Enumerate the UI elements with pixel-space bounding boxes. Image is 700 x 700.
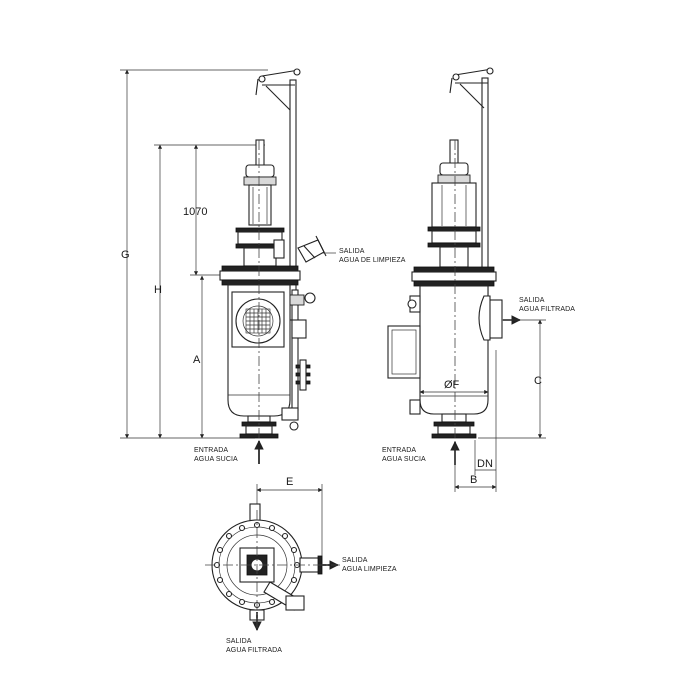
- bolt-circle: [213, 521, 301, 609]
- side-vessel: [227, 140, 291, 445]
- dimension-b-dn: B DN: [454, 350, 497, 492]
- front-outlet-label-1: SALIDA: [519, 297, 545, 304]
- side-clean-outlet-label-2: AGUA DE LIMPIEZA: [339, 257, 406, 264]
- dimension-c-label: C: [534, 375, 542, 387]
- front-vessel: [387, 140, 503, 445]
- plan-filtered-outlet-label-1: SALIDA: [226, 638, 252, 645]
- dimension-h: H: [154, 144, 265, 439]
- inspection-grid: [245, 308, 271, 334]
- dimension-a-label: A: [193, 354, 201, 366]
- side-clean-outlet-pipe: [297, 235, 336, 263]
- plan-filtered-outlet-label-2: AGUA FILTRADA: [226, 647, 282, 654]
- plan-clean-outlet-label-2: AGUA LIMPIEZA: [342, 566, 397, 573]
- dimension-f: ØF: [419, 379, 489, 395]
- front-outlet-label-2: AGUA FILTRADA: [519, 306, 575, 313]
- plan-view: E: [205, 476, 397, 654]
- side-instrumentation: [281, 289, 316, 431]
- dimension-f-label: ØF: [444, 379, 460, 391]
- side-clean-outlet-label-1: SALIDA: [339, 248, 365, 255]
- dimension-1070-label: 1070: [183, 206, 207, 218]
- dimension-c: C: [478, 319, 546, 439]
- actuator: [219, 139, 301, 286]
- front-inlet-label-2: AGUA SUCIA: [382, 456, 426, 463]
- dimension-h-label: H: [154, 284, 162, 296]
- side-inlet-label-1: ENTRADA: [194, 447, 228, 454]
- front-inlet-label-1: ENTRADA: [382, 447, 416, 454]
- front-view: C B DN ØF SALIDA AGUA FILTRADA ENTRADA A…: [382, 67, 575, 492]
- plan-clean-outlet-label-1: SALIDA: [342, 557, 368, 564]
- dimension-dn-label: DN: [477, 458, 493, 470]
- side-view: G H 1070 A: [120, 68, 406, 464]
- dimension-a: A: [193, 275, 205, 439]
- dimension-e-label: E: [286, 476, 293, 488]
- dimension-g: G: [120, 69, 268, 439]
- side-inlet-label-2: AGUA SUCIA: [194, 456, 238, 463]
- dimension-b-label: B: [470, 474, 477, 486]
- dimension-g-label: G: [121, 249, 130, 261]
- dimension-1070: 1070: [183, 144, 222, 276]
